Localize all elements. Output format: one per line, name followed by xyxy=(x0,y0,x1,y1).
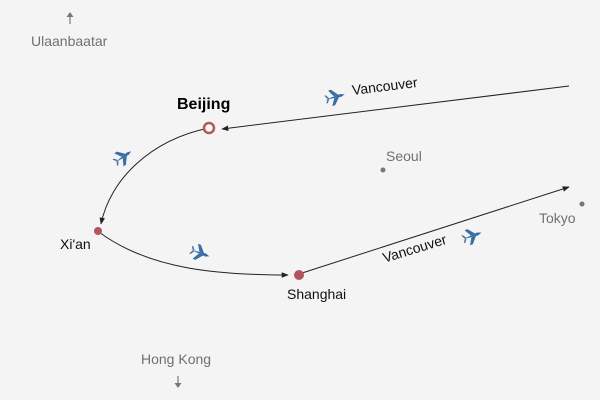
plane-icon xyxy=(187,242,213,264)
route-inbound-line xyxy=(221,85,570,132)
arrow-down-icon xyxy=(174,376,182,388)
tokyo-marker xyxy=(579,201,585,207)
plane-icon xyxy=(459,225,485,247)
plane-icon xyxy=(323,86,347,108)
route-outbound-line xyxy=(298,186,570,275)
route-xian-shanghai-line xyxy=(98,231,289,278)
beijing-label: Beijing xyxy=(177,96,231,113)
plane-icon xyxy=(110,144,136,170)
beijing-marker xyxy=(202,121,216,135)
arrow-up-icon xyxy=(66,12,74,24)
shanghai-label: Shanghai xyxy=(287,286,347,302)
shanghai-marker xyxy=(294,270,304,280)
seoul-label: Seoul xyxy=(386,148,422,164)
hong-kong-label: Hong Kong xyxy=(141,351,212,367)
ulaanbaatar-label: Ulaanbaatar xyxy=(31,33,108,49)
tokyo-label: Tokyo xyxy=(539,210,576,226)
seoul-marker xyxy=(380,167,386,173)
xian-label: Xi'an xyxy=(60,236,91,252)
xian-marker xyxy=(94,227,102,235)
route-beijing-xian-line xyxy=(99,127,210,225)
